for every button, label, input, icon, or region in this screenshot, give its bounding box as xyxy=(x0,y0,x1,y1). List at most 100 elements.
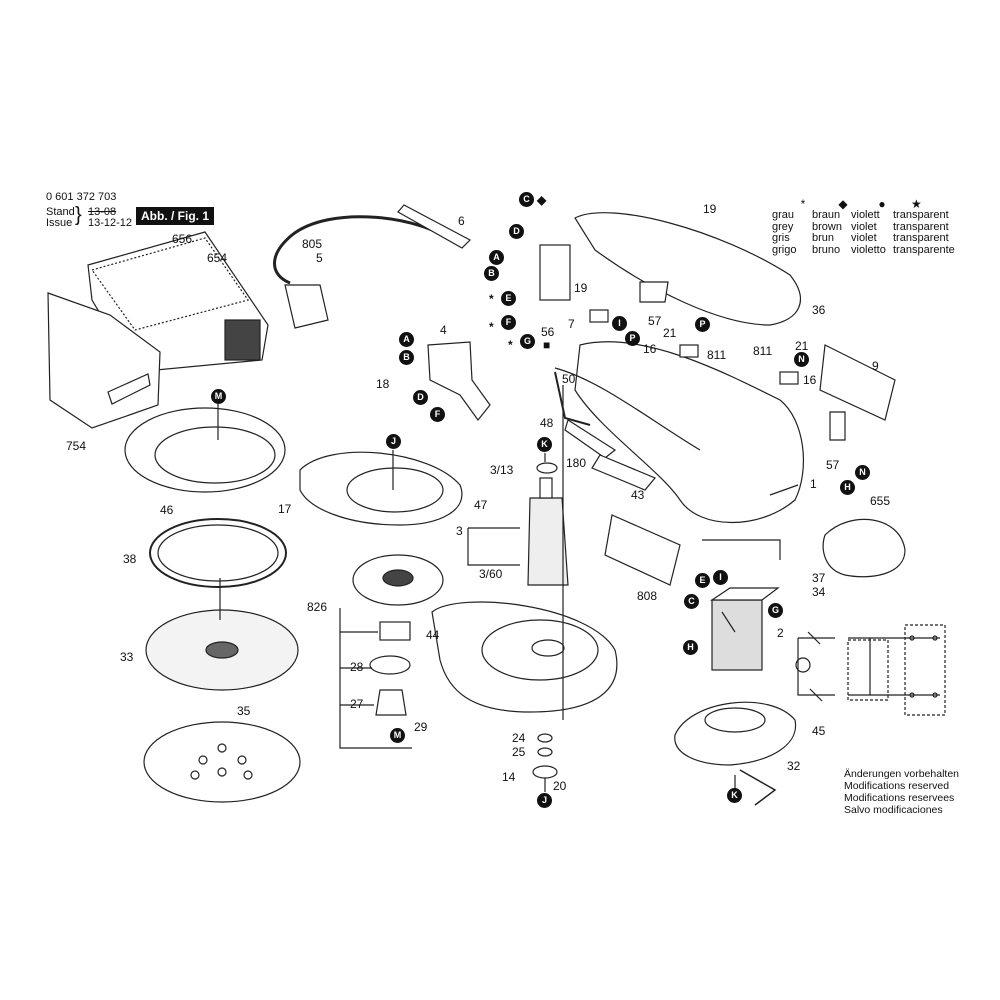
brace: } xyxy=(75,204,82,226)
part-number: 811 xyxy=(707,348,727,362)
part-number: 7 xyxy=(568,317,575,331)
part-38-ring xyxy=(149,518,287,588)
stand-date: 13-08 xyxy=(88,206,117,218)
grey-marker: * xyxy=(489,292,494,306)
part-28 xyxy=(369,655,411,675)
plug xyxy=(284,284,329,329)
legend-col-violet: ● violett violet violet violetto xyxy=(851,197,913,256)
part-number: 2 xyxy=(777,626,784,640)
part-number: 6 xyxy=(458,214,465,228)
bearing xyxy=(379,621,411,641)
capacitor xyxy=(539,244,571,301)
connector-badge: C xyxy=(519,192,534,207)
part-number: 656 xyxy=(172,232,193,246)
legend-word: violet xyxy=(851,220,877,233)
part-number: 33 xyxy=(120,650,134,664)
wiring-schematic xyxy=(795,624,946,716)
legend-word: brun xyxy=(812,232,835,244)
part-number: 32 xyxy=(787,759,801,773)
part-number: 38 xyxy=(123,552,137,566)
dust-box-latch xyxy=(224,319,261,361)
connector-badge: H xyxy=(683,640,698,655)
part-50-bar xyxy=(554,371,591,426)
connector-badge: P xyxy=(695,317,710,332)
modifications-note: Änderungen vorbehalten Modifications res… xyxy=(844,768,959,816)
power-cord xyxy=(273,215,456,285)
part-number: 50 xyxy=(562,372,576,386)
connector-badge: N xyxy=(794,352,809,367)
legend-word: braun xyxy=(812,209,841,221)
connector-badge: A xyxy=(399,332,414,347)
part-808-plate xyxy=(604,514,681,586)
connector-badge: A xyxy=(489,250,504,265)
part-number: 44 xyxy=(426,628,440,642)
bearing-14 xyxy=(532,765,558,779)
part-number: 24 xyxy=(512,731,526,745)
part-number: 654 xyxy=(207,251,228,265)
legend-col-transparent: ★ transparent transparent transparent tr… xyxy=(893,197,973,256)
connector-badge: H xyxy=(840,480,855,495)
legend-word: grey xyxy=(772,220,794,233)
connector-badge: I xyxy=(612,316,627,331)
issue-date: 13-12-12 xyxy=(88,217,133,229)
connector-badge: D xyxy=(509,224,524,239)
part-35-disc xyxy=(143,721,301,803)
note-line: Änderungen vorbehalten xyxy=(844,768,960,780)
part-44-housing xyxy=(431,601,618,713)
part-number: 19 xyxy=(703,202,717,216)
legend-word: grigo xyxy=(772,243,797,256)
dust-box-lid xyxy=(91,237,249,331)
grey-marker: * xyxy=(489,320,494,334)
part-number: 16 xyxy=(643,342,657,356)
part-47-cover xyxy=(299,451,463,526)
issue-label: Issue xyxy=(46,217,73,229)
part-45-base xyxy=(674,701,797,766)
connector-badge: B xyxy=(399,350,414,365)
connector-badge: E xyxy=(695,573,710,588)
filter-box-slot xyxy=(107,373,151,405)
legend-word: transparent xyxy=(893,232,949,244)
part-number: 48 xyxy=(540,416,554,430)
part-number: 3/13 xyxy=(490,463,514,477)
note-line: Modifications reservees xyxy=(844,792,955,804)
part-number: 28 xyxy=(350,660,364,674)
connector-badge: B xyxy=(484,266,499,281)
part-number: 805 xyxy=(302,237,323,251)
note-line: Salvo modificaciones xyxy=(844,804,943,816)
connector-badge: G xyxy=(768,603,783,618)
legend-word: violetto xyxy=(851,243,886,256)
legend-word: bruno xyxy=(812,243,841,256)
armature xyxy=(527,497,569,586)
part-number: 14 xyxy=(502,770,516,784)
part-number: 46 xyxy=(160,503,174,517)
figure-label: Abb. / Fig. 1 xyxy=(136,207,214,225)
part-number: 3 xyxy=(456,524,463,538)
main-housing xyxy=(574,341,805,524)
connector-badge: F xyxy=(501,315,516,330)
connector-badge: G xyxy=(520,334,535,349)
stator xyxy=(711,599,763,671)
part-27 xyxy=(375,689,407,716)
part-number: 21 xyxy=(795,339,809,353)
part-number: 9 xyxy=(872,359,879,373)
part-number: 36 xyxy=(812,303,826,317)
connector-badge: P xyxy=(625,331,640,346)
legend-word: violet xyxy=(851,232,877,244)
grey-marker: * xyxy=(508,338,513,352)
cord-sleeve xyxy=(397,204,471,249)
legend-word: transparent xyxy=(893,209,949,221)
legend-word: grau xyxy=(772,209,795,221)
legend-symbol: ● xyxy=(878,197,886,211)
legend-symbol: * xyxy=(800,197,806,211)
legend-word: transparent xyxy=(893,220,949,233)
legend-word: gris xyxy=(772,232,790,244)
part-46-ring xyxy=(124,407,286,493)
part-32-lever xyxy=(739,769,777,806)
connector-badge: I xyxy=(713,570,728,585)
black-marker: ■ xyxy=(543,338,551,352)
connector-badge: N xyxy=(855,465,870,480)
part-number: 57 xyxy=(648,314,662,328)
part-number: 1 xyxy=(810,477,817,491)
part-number: 5 xyxy=(316,251,323,265)
